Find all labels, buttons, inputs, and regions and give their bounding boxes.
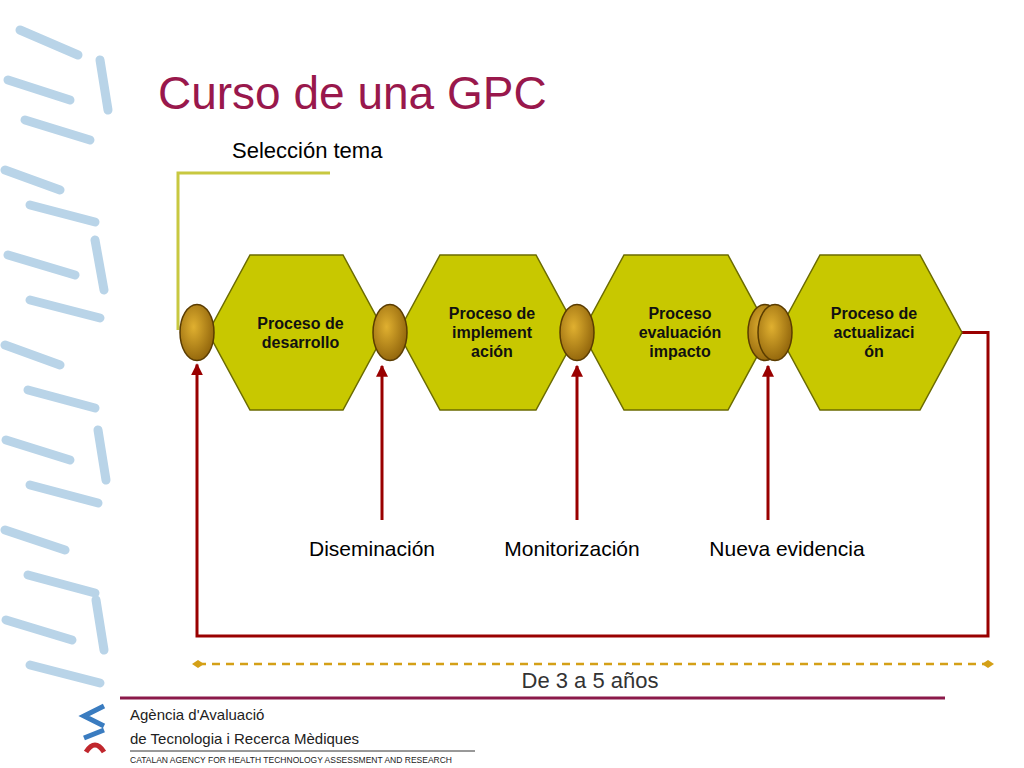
process-hexagon: Proceso de implementación: [373, 255, 578, 410]
link-knob: [373, 305, 407, 361]
agency-name: CATALAN AGENCY FOR HEALTH TECHNOLOGY ASS…: [130, 755, 452, 765]
text-area: Proceso de implementación: [406, 255, 578, 410]
process-hexagon: Proceso de desarrollo: [180, 255, 385, 410]
input-arrow: [381, 366, 384, 520]
logo-symbol: [84, 706, 104, 752]
annotation-label: Nueva evidencia: [697, 537, 877, 561]
text-area: Proceso evaluación impacto: [590, 255, 770, 410]
process-hexagon: Proceso de actualización: [748, 255, 962, 410]
input-arrow: [767, 366, 770, 520]
process-label: Proceso evaluación impacto: [636, 304, 724, 361]
input-arrow: [576, 366, 579, 520]
slide-title: Curso de una GPC: [158, 66, 547, 120]
hexagon-outline: [398, 255, 578, 410]
annotation-label: Monitorización: [492, 537, 652, 561]
link-knob: [560, 305, 594, 361]
hexagon-shape: [180, 255, 385, 410]
hexagon-outline: [778, 255, 962, 410]
start-label: Selección tema: [232, 138, 382, 164]
hexagon-outline: [582, 255, 770, 410]
time-span-end: [192, 660, 204, 668]
annotation-label: De 3 a 5 años: [500, 668, 680, 694]
logo-rule: [130, 751, 475, 752]
text-area: Proceso de desarrollo: [216, 255, 385, 410]
time-span-line: [198, 663, 988, 666]
time-span-end: [982, 660, 994, 668]
hexagon-outline: [208, 255, 385, 410]
process-label: Proceso de implementación: [448, 304, 536, 361]
text-area: Proceso de actualización: [786, 255, 962, 410]
footer-rule: [120, 697, 945, 700]
agency-name: Agència d'Avaluació: [130, 706, 264, 723]
agency-name: de Tecnologia i Recerca Mèdiques: [130, 730, 359, 747]
side-stripes: [5, 30, 108, 683]
process-label: Proceso de actualización: [830, 304, 918, 361]
link-knob: [758, 305, 792, 361]
process-label: Proceso de desarrollo: [257, 314, 345, 352]
process-hexagon: Proceso evaluación impacto: [560, 255, 770, 410]
annotation-label: Diseminación: [292, 537, 452, 561]
link-knob: [180, 305, 214, 361]
